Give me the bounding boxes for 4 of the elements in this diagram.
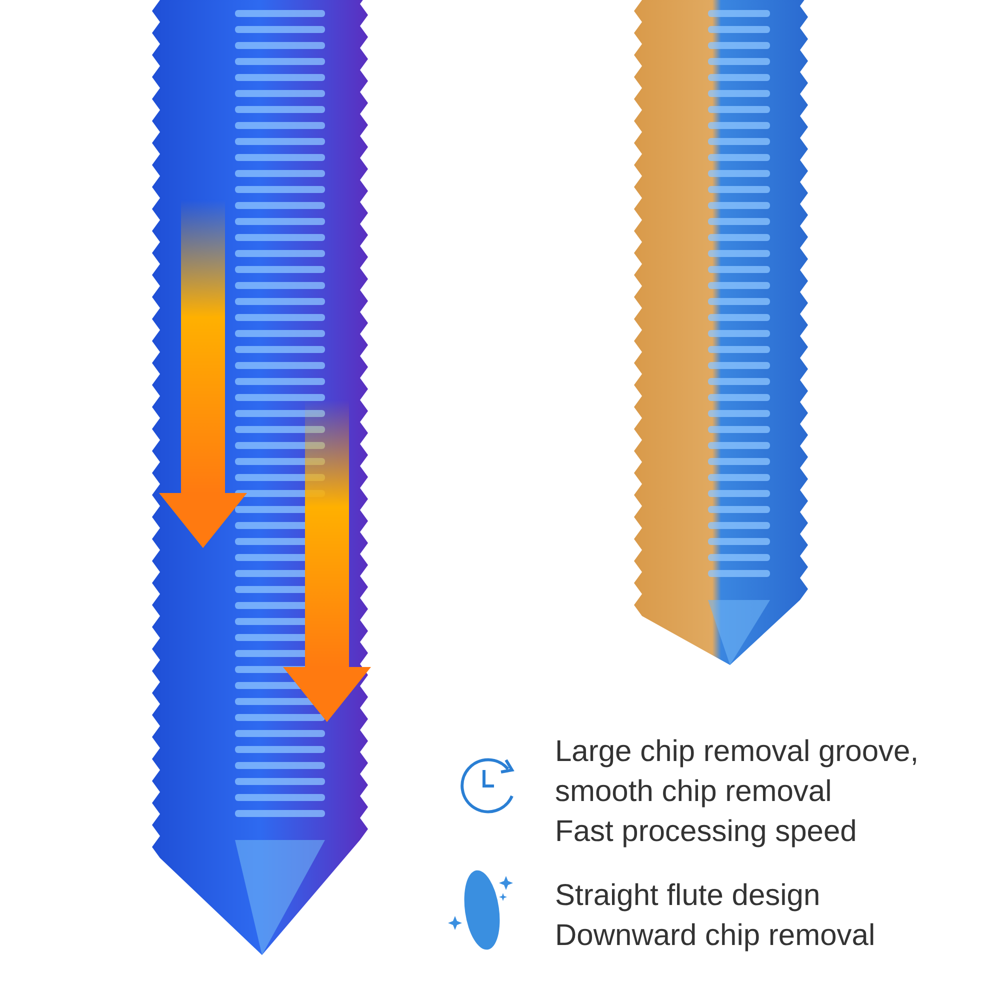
feature-text: Fast processing speed — [555, 814, 858, 850]
feature-text: Downward chip removal — [555, 918, 876, 954]
feature-text: Straight flute design — [555, 878, 822, 914]
feature-text: Large chip removal groove, smooth chip removal — [555, 734, 920, 810]
